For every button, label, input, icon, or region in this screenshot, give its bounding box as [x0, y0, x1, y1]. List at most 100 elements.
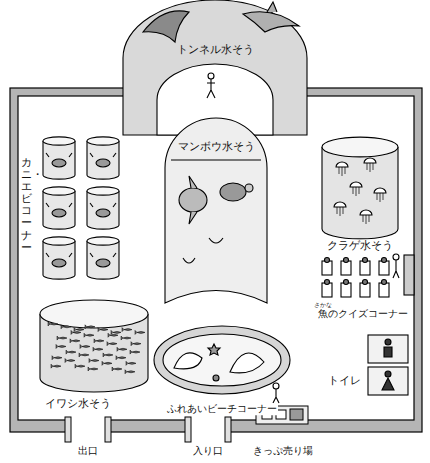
chair	[341, 283, 351, 297]
toilet-icon	[384, 347, 392, 357]
sardine	[51, 364, 61, 368]
touch-pool	[163, 334, 281, 386]
toilet-room	[368, 335, 408, 363]
furigana: さかな	[313, 302, 333, 309]
sardine	[80, 344, 90, 348]
sardine	[75, 364, 85, 368]
jellyfish	[364, 158, 376, 163]
entrance-gap	[191, 419, 225, 433]
visitor	[207, 79, 215, 98]
toilet-icon	[385, 371, 391, 377]
turtle	[220, 183, 246, 201]
sardine-tank-outline	[38, 298, 150, 413]
chair	[322, 261, 332, 275]
sardine	[98, 328, 108, 332]
jellyfish-tank: クラゲ水そう	[320, 135, 400, 255]
sardine	[93, 347, 103, 351]
node-label: ふれあいビーチコーナー	[166, 403, 278, 415]
sardine	[48, 322, 58, 326]
tank-top	[40, 300, 148, 328]
toilet-icon	[385, 339, 391, 345]
crab-figure	[52, 209, 66, 217]
tank-top	[87, 187, 119, 195]
seated-person	[325, 258, 330, 263]
sardine	[102, 361, 112, 365]
toilet-icon	[382, 378, 394, 390]
tank-body	[43, 241, 75, 279]
jellyfish-tank-outline	[320, 135, 400, 255]
door-post	[105, 417, 111, 442]
sardine	[126, 361, 136, 365]
quiz-screen	[404, 255, 414, 295]
visitor	[273, 383, 279, 389]
node-label: イワシ水そう	[44, 398, 112, 411]
jellyfish-tentacle	[367, 163, 373, 172]
tank-top	[43, 137, 75, 145]
seated-person	[363, 280, 368, 285]
sea-urchin	[213, 375, 219, 381]
crab-corner-outline	[35, 135, 125, 285]
crab-claw	[46, 153, 72, 157]
sardine	[71, 330, 81, 334]
touch-beach-corner: ふれあいビーチコーナー	[152, 322, 292, 417]
sardine	[57, 336, 67, 340]
shark-fin	[267, 2, 277, 12]
sardine	[61, 325, 71, 329]
crab-corner: カニ・エビコーナー	[35, 135, 125, 285]
toilet-room	[368, 367, 408, 395]
crab-claw	[90, 253, 116, 257]
seated-person	[382, 258, 387, 263]
sardine	[111, 330, 121, 334]
sardine	[66, 350, 76, 354]
jellyfish-tentacle	[339, 167, 345, 176]
seated-person	[325, 280, 330, 285]
seated-person	[363, 258, 368, 263]
sardine	[103, 353, 113, 357]
tank-top	[43, 187, 75, 195]
node-label: マンボウ水そう	[177, 141, 256, 154]
jellyfish	[360, 210, 372, 215]
tank-body	[43, 141, 75, 179]
tank-body	[87, 191, 119, 229]
sardine	[130, 350, 140, 354]
sardine	[89, 359, 99, 363]
sardine	[56, 344, 66, 348]
tank-top	[43, 237, 75, 245]
water-ripple	[183, 238, 223, 263]
sardine	[125, 370, 135, 374]
tunnel-tank: トンネル水そう	[115, 0, 315, 135]
tank-body	[322, 147, 398, 239]
jellyfish-tentacle	[363, 215, 369, 224]
chair	[360, 283, 370, 297]
visitor	[273, 389, 279, 403]
water-line	[171, 159, 261, 160]
touch-pool-rim	[154, 326, 290, 394]
crab-claw	[90, 203, 116, 207]
node-label: カニ・エビコーナー	[20, 157, 33, 254]
tunnel-tank	[123, 0, 307, 135]
crab-claw	[46, 253, 72, 257]
crab-figure	[52, 159, 66, 167]
rock	[230, 353, 264, 373]
jellyfish-tentacle	[337, 207, 343, 216]
ticket-machine	[290, 409, 303, 420]
door-post	[65, 417, 71, 442]
crab-figure	[96, 259, 110, 267]
chair	[360, 261, 370, 275]
crab-claw	[46, 203, 72, 207]
seated-person	[344, 280, 349, 285]
node-label: 魚のクイズコーナー	[317, 308, 409, 320]
toilet-outline	[368, 335, 416, 397]
door-post	[185, 417, 191, 442]
crab-figure	[96, 209, 110, 217]
sunfish	[179, 188, 207, 212]
sardine	[135, 330, 145, 334]
presenter	[393, 254, 399, 260]
sardine	[84, 333, 94, 337]
tank-body	[43, 191, 75, 229]
sardine	[79, 353, 89, 357]
sardine	[108, 333, 118, 337]
floor	[18, 96, 414, 420]
visitor	[208, 73, 214, 79]
